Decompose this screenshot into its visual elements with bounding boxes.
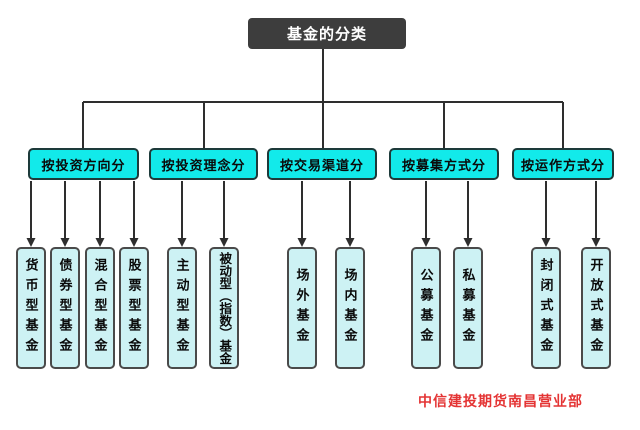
- leaf-label: 公募基金: [418, 268, 434, 348]
- leaf-node-active-fund: 主动型基金: [167, 247, 197, 369]
- root-node-fund-classification: 基金的分类: [248, 18, 406, 49]
- leaf-node-bond-fund: 债券型基金: [50, 247, 80, 369]
- category-node-trading-channel: 按交易渠道分: [267, 148, 377, 180]
- leaf-node-money-fund: 货币型基金: [16, 247, 46, 369]
- leaf-label: 开放式基金: [588, 258, 604, 358]
- watermark-text: 中信建投期货南昌营业部: [418, 393, 583, 409]
- leaf-node-passive-index-fund: 被动型（指数）基金: [209, 247, 239, 369]
- leaf-label: 混合型基金: [92, 258, 108, 358]
- leaf-node-stock-fund: 股票型基金: [119, 247, 149, 369]
- leaf-node-hybrid-fund: 混合型基金: [85, 247, 115, 369]
- category-node-fundraising-method: 按募集方式分: [389, 148, 499, 180]
- leaf-node-public-fund: 公募基金: [411, 247, 441, 369]
- leaf-label: 被动型（指数）基金: [217, 251, 232, 365]
- leaf-label: 主动型基金: [174, 258, 190, 358]
- category-node-investment-direction: 按投资方向分: [28, 148, 139, 180]
- tree-connector: [82, 49, 564, 148]
- leaf-node-otc-fund: 场外基金: [287, 247, 317, 369]
- leaf-label: 债券型基金: [57, 258, 73, 358]
- category-node-operation-method: 按运作方式分: [512, 148, 614, 180]
- leaf-node-private-fund: 私募基金: [453, 247, 483, 369]
- leaf-node-open-end-fund: 开放式基金: [581, 247, 611, 369]
- leaf-label: 私募基金: [460, 268, 476, 348]
- diagram-title: 基金的分类: [286, 26, 367, 43]
- category-node-investment-philosophy: 按投资理念分: [149, 148, 258, 180]
- leaf-label: 场内基金: [342, 268, 358, 348]
- leaf-label: 股票型基金: [126, 258, 142, 358]
- leaf-label: 货币型基金: [23, 258, 39, 358]
- leaf-label: 封闭式基金: [538, 258, 554, 358]
- leaf-node-closed-end-fund: 封闭式基金: [531, 247, 561, 369]
- leaf-node-exchange-fund: 场内基金: [335, 247, 365, 369]
- leaf-label: 场外基金: [294, 268, 310, 348]
